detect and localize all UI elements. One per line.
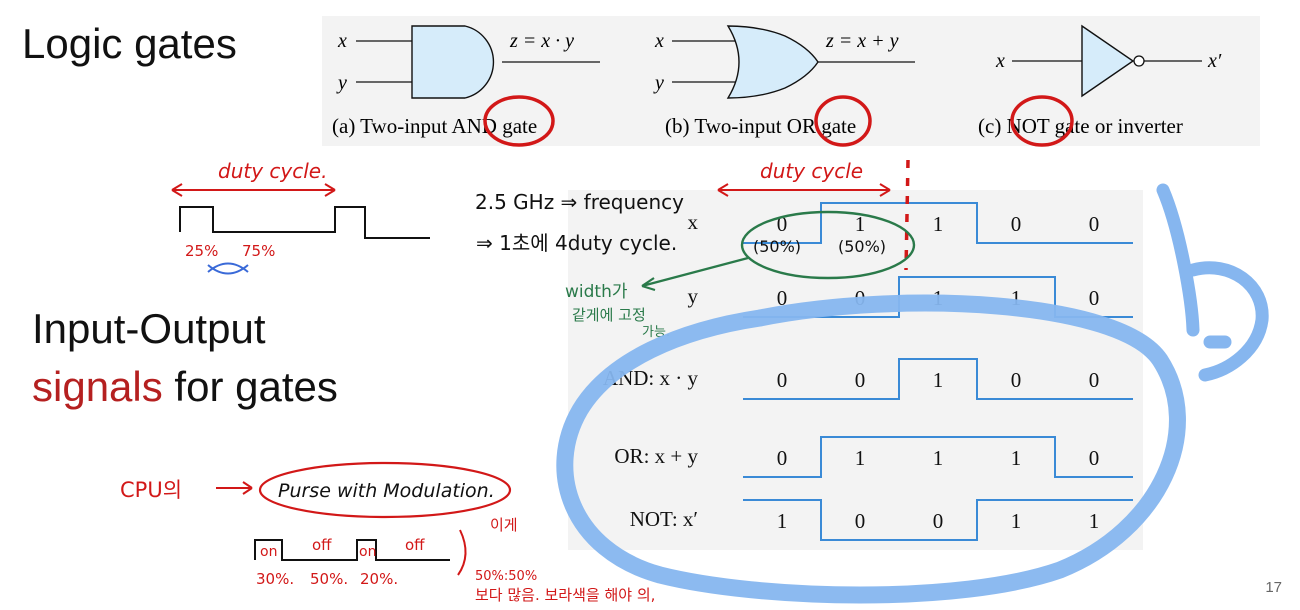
cpu-label: CPU의 <box>120 478 182 502</box>
timing-bit-value: 1 <box>1011 286 1022 310</box>
red-dashed-divider <box>904 159 910 271</box>
timing-bit-value: 0 <box>933 509 944 533</box>
timing-bit-value: 0 <box>1089 286 1100 310</box>
timing-waveform <box>743 436 1133 478</box>
timing-figure-panel <box>568 190 1143 550</box>
or-gate: x y z = x + y (b) Two-input OR gate <box>653 25 915 138</box>
or-gate-body <box>726 25 819 99</box>
timing-waveform <box>743 499 1133 541</box>
timing-bit-value: 0 <box>1089 212 1100 236</box>
not-input-label: x <box>995 50 1005 72</box>
pwm-pct-20: 20%. <box>360 570 398 588</box>
and-gate-body <box>411 25 495 99</box>
pwm-label: Purse with Modulation. <box>278 480 495 502</box>
duty-cycle-sketch: duty cycle. 25% 75% <box>171 159 430 275</box>
timing-bit-value: 1 <box>933 212 944 236</box>
pwm-off-2: off <box>405 536 425 554</box>
section-title-line2: signals for gates <box>32 358 338 416</box>
timing-bit-value: 1 <box>1089 509 1100 533</box>
right-note-line3: 보다 많음. 보라색을 해야 의, <box>475 586 655 604</box>
and-caption: (a) Two-input AND gate <box>332 114 537 138</box>
timing-row-label: x <box>688 210 699 234</box>
pwm-on-1: on <box>260 544 277 560</box>
swap-arrow <box>207 262 249 275</box>
timing-bit-value: 1 <box>933 368 944 392</box>
section-title-rest: for gates <box>162 363 338 410</box>
pwm-off-1: off <box>312 536 332 554</box>
timing-bit-value: 1 <box>933 446 944 470</box>
pct-50-right: (50%) <box>838 237 886 256</box>
or-output-label: z = x + y <box>825 30 899 52</box>
width-note-line2: 같게에 고정 <box>572 306 646 324</box>
or-circle-mark <box>814 95 872 147</box>
red-bracket <box>457 529 467 576</box>
and-circle-mark <box>483 95 555 147</box>
timing-bit-value: 1 <box>855 212 866 236</box>
and-gate: x y z = x · y (a) Two-input AND gate <box>332 25 600 138</box>
frequency-note-line1: 2.5 GHz ⇒ frequency <box>475 190 684 214</box>
page-number: 17 <box>1265 579 1282 596</box>
duty-cycle-arrow-mid <box>717 183 891 197</box>
timing-waveform <box>743 358 1133 400</box>
not-output-label: x′ <box>1207 50 1222 72</box>
duty-cycle-label-left: duty cycle. <box>218 159 327 183</box>
timing-bit-value: 0 <box>1011 212 1022 236</box>
or-input-x-label: x <box>654 30 664 52</box>
timing-row-label: OR: x + y <box>614 444 698 468</box>
and-output-label: z = x · y <box>509 30 574 52</box>
or-caption: (b) Two-input OR gate <box>665 114 856 138</box>
timing-bit-value: 0 <box>1011 368 1022 392</box>
signals-word: signals <box>32 363 163 410</box>
timing-bit-value: 0 <box>777 368 788 392</box>
timing-bit-value: 0 <box>1089 368 1100 392</box>
timing-bit-value: 1 <box>777 509 788 533</box>
width-note-line1: width가 <box>565 282 628 302</box>
duty-cycle-arrow-left <box>171 183 336 197</box>
timing-bit-value: 0 <box>1089 446 1100 470</box>
timing-bit-value: 0 <box>855 509 866 533</box>
pct-25-label: 25% <box>185 242 218 260</box>
timing-row-label: y <box>688 284 699 308</box>
timing-row-label: NOT: x′ <box>630 507 698 531</box>
pwm-on-2: on <box>359 544 376 560</box>
duty-cycle-label-mid: duty cycle <box>760 159 863 183</box>
pct-50-left: (50%) <box>753 237 801 256</box>
timing-bit-value: 1 <box>855 446 866 470</box>
pwm-pct-30: 30%. <box>256 570 294 588</box>
section-title: Input-Output signals for gates <box>32 300 338 416</box>
blue-highlight-loop <box>556 294 1186 604</box>
pwm-circle <box>258 461 512 519</box>
green-arrow <box>641 256 749 292</box>
gate-figure: x y z = x · y (a) Two-input AND gate x y… <box>332 24 1222 147</box>
pwm-wave-sketch <box>254 539 450 561</box>
pwm-pct-50: 50%. <box>310 570 348 588</box>
right-note-line1: 이게 <box>490 516 518 534</box>
pulse-wave-sketch <box>179 206 430 239</box>
section-title-line1: Input-Output <box>32 305 266 352</box>
or-input-y-label: y <box>653 72 664 94</box>
right-note-line2: 50%:50% <box>475 569 537 584</box>
green-50-ellipse <box>740 210 916 280</box>
and-input-x-label: x <box>337 30 347 52</box>
timing-bit-value: 1 <box>1011 446 1022 470</box>
timing-bit-value: 0 <box>777 446 788 470</box>
frequency-note-line2: ⇒ 1초에 4duty cycle. <box>476 231 677 255</box>
pct-75-label: 75% <box>242 242 275 260</box>
and-input-y-label: y <box>336 72 347 94</box>
not-gate-body <box>1081 24 1135 98</box>
blue-scribble <box>1156 183 1269 382</box>
cpu-arrow <box>216 481 253 495</box>
slide-title: Logic gates <box>22 20 237 67</box>
timing-bit-value: 1 <box>1011 509 1022 533</box>
timing-waveform <box>743 202 1133 244</box>
timing-bit-value: 0 <box>855 368 866 392</box>
timing-bit-value: 0 <box>777 212 788 236</box>
timing-bit-value: 0 <box>777 286 788 310</box>
not-circle-mark <box>1010 95 1074 147</box>
